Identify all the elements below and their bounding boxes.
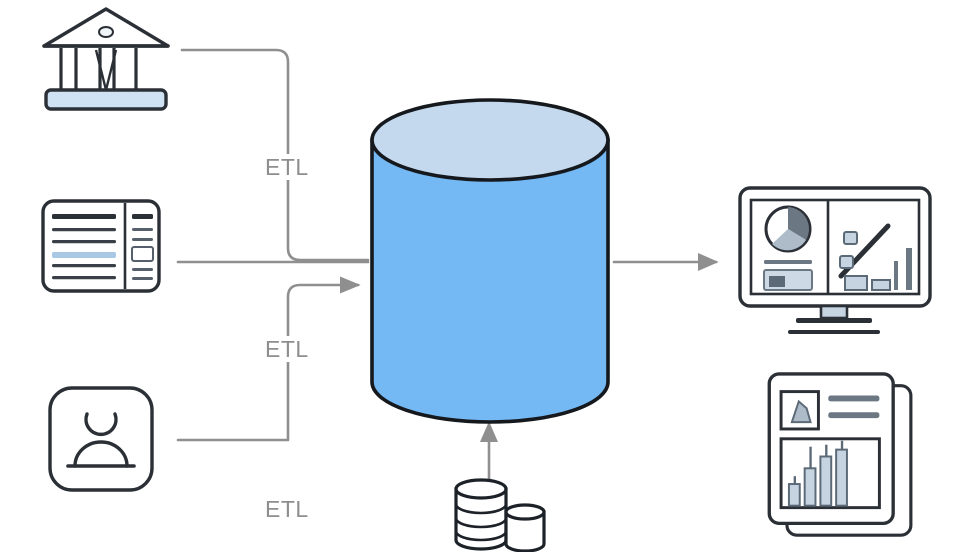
output-report[interactable]	[758, 368, 930, 545]
edge-user-to-lake	[176, 276, 361, 442]
etl-label-middle: ETL	[262, 336, 312, 362]
data-lake-cylinder[interactable]	[362, 96, 618, 426]
etl-label-bottom: ETL	[262, 496, 312, 522]
document-form-icon	[41, 199, 161, 293]
dashboard-monitor-icon	[738, 186, 932, 334]
source-bank[interactable]	[36, 4, 176, 112]
source-user[interactable]	[46, 384, 156, 494]
database-stack-icon	[454, 478, 546, 552]
user-profile-icon	[48, 386, 154, 492]
bank-institution-icon	[42, 7, 170, 111]
etl-label-top: ETL	[262, 154, 312, 180]
report-document-icon	[767, 372, 913, 537]
output-dashboard[interactable]	[736, 184, 934, 340]
source-document[interactable]	[40, 198, 162, 294]
source-databases[interactable]	[448, 474, 560, 552]
database-cylinder-icon	[370, 98, 610, 424]
